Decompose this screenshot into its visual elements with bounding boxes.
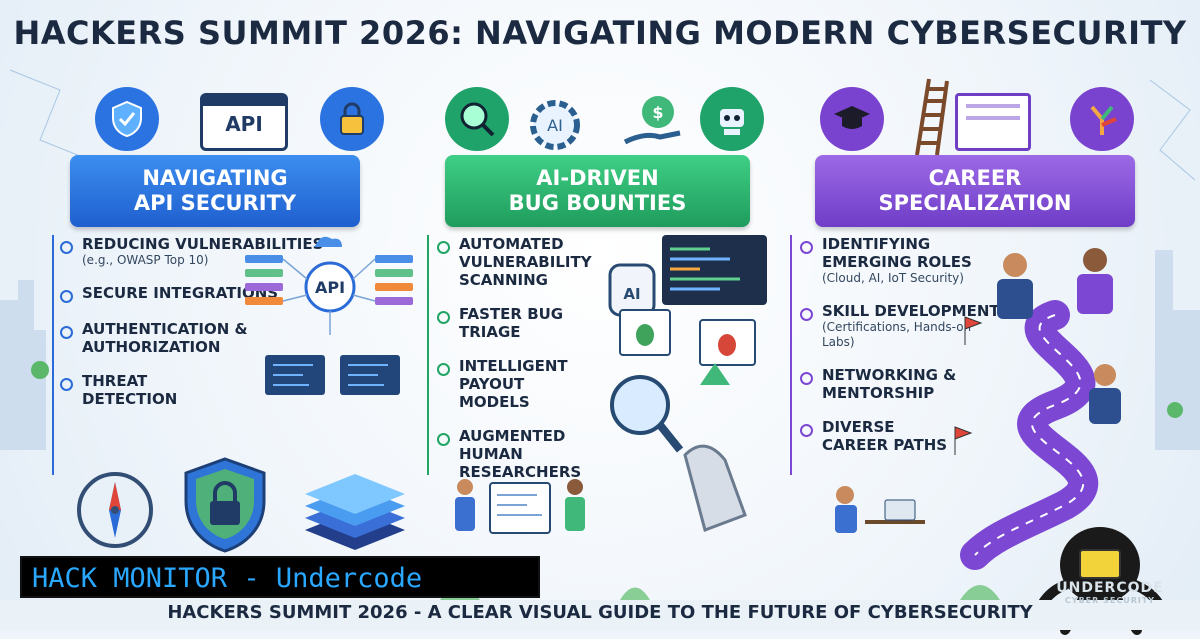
column-ai-bug-bounties: AI $ AI-DRIVEN BUG BOUNTIES Automated Vu… [425, 75, 770, 555]
banner-line-1: NAVIGATING [142, 166, 288, 190]
api-security-list: Reducing Vulnerabilities(e.g., OWASP Top… [60, 235, 323, 424]
logo-tagline: CYBER SECURITY [1064, 596, 1156, 605]
list-item: Networking & Mentorship [800, 366, 972, 402]
banner-line-2: SPECIALIZATION [878, 191, 1072, 215]
money-bag-hand-icon: $ [620, 87, 690, 161]
list-item: Authentication & Authorization [60, 320, 262, 356]
graduation-cap-icon [820, 87, 884, 151]
list-item: Secure Integrations [60, 284, 323, 303]
list-item: Faster Bug Triage [437, 305, 589, 341]
shield-lock-icon [180, 455, 270, 559]
banner-ai-bug-bounties: AI-DRIVEN BUG BOUNTIES [445, 155, 750, 227]
undercode-logo: UNDERCODE CYBER SECURITY [1040, 580, 1180, 605]
padlock-icon [320, 87, 384, 151]
svg-text:$: $ [652, 103, 663, 122]
ai-gear-icon: AI [525, 95, 585, 159]
data-stack-icon [295, 470, 415, 564]
list-item: Intelligent Payout Models [437, 357, 597, 411]
career-paths-arrows-icon [1070, 87, 1134, 151]
banner-line-2: BUG BOUNTIES [508, 191, 687, 215]
researchers-illustration [445, 475, 605, 559]
column-api-security: API NAVIGATING API SECURITY Reducing Vul… [40, 75, 413, 555]
certificate-icon [955, 93, 1031, 151]
footer-caption: HACKERS SUMMIT 2026 - A CLEAR VISUAL GUI… [0, 600, 1200, 630]
ai-bug-bounties-list: Automated Vulnerability Scanning Faster … [437, 235, 597, 497]
list-item: Automated Vulnerability Scanning [437, 235, 597, 289]
api-network-diagram: API [245, 235, 415, 405]
banner-line-1: AI-DRIVEN [536, 166, 659, 190]
list-item: Identifying Emerging Roles(Cloud, AI, Io… [800, 235, 1005, 286]
person-at-desk-illustration [815, 475, 935, 559]
api-hub-label: API [315, 278, 345, 297]
career-road-illustration [935, 225, 1165, 570]
api-window-icon: API [200, 93, 288, 151]
icon-row-ai: AI $ [425, 75, 770, 160]
ai-robot-code-illustration: AI [600, 235, 770, 469]
connector-line [427, 235, 429, 475]
column-career-specialization: CAREER SPECIALIZATION Identifying Emergi… [785, 75, 1170, 635]
list-item: Skill Development(Certifications, Hands-… [800, 302, 1005, 350]
icon-row-career [785, 75, 1165, 160]
banner-line-1: CAREER [928, 166, 1022, 190]
logo-name: UNDERCODE [1056, 580, 1164, 596]
compass-icon [75, 470, 155, 554]
api-window-label: API [225, 112, 263, 136]
page-title: HACKERS SUMMIT 2026: NAVIGATING MODERN C… [13, 14, 1187, 52]
banner-api-security: NAVIGATING API SECURITY [70, 155, 360, 227]
icon-row-api: API [40, 75, 410, 160]
list-item: Augmented Human Researchers [437, 427, 597, 481]
shield-check-icon [95, 87, 159, 151]
ai-gear-label: AI [547, 116, 563, 135]
connector-line [52, 235, 54, 475]
career-specialization-list: Identifying Emerging Roles(Cloud, AI, Io… [800, 235, 1005, 470]
robot-icon [700, 87, 764, 151]
robot-ai-label: AI [623, 285, 640, 303]
list-item: Reducing Vulnerabilities(e.g., OWASP Top… [60, 235, 323, 268]
robot-hand-icon [665, 435, 755, 539]
list-item: Diverse Career Paths [800, 418, 952, 454]
connector-line [790, 235, 792, 475]
brain-magnifier-icon [445, 87, 509, 151]
banner-career-specialization: CAREER SPECIALIZATION [815, 155, 1135, 227]
banner-line-2: API SECURITY [133, 191, 297, 215]
ladder-icon [905, 77, 950, 161]
hack-monitor-badge: HACK MONITOR - Undercode [20, 556, 540, 598]
list-item: Threat Detection [60, 372, 212, 408]
